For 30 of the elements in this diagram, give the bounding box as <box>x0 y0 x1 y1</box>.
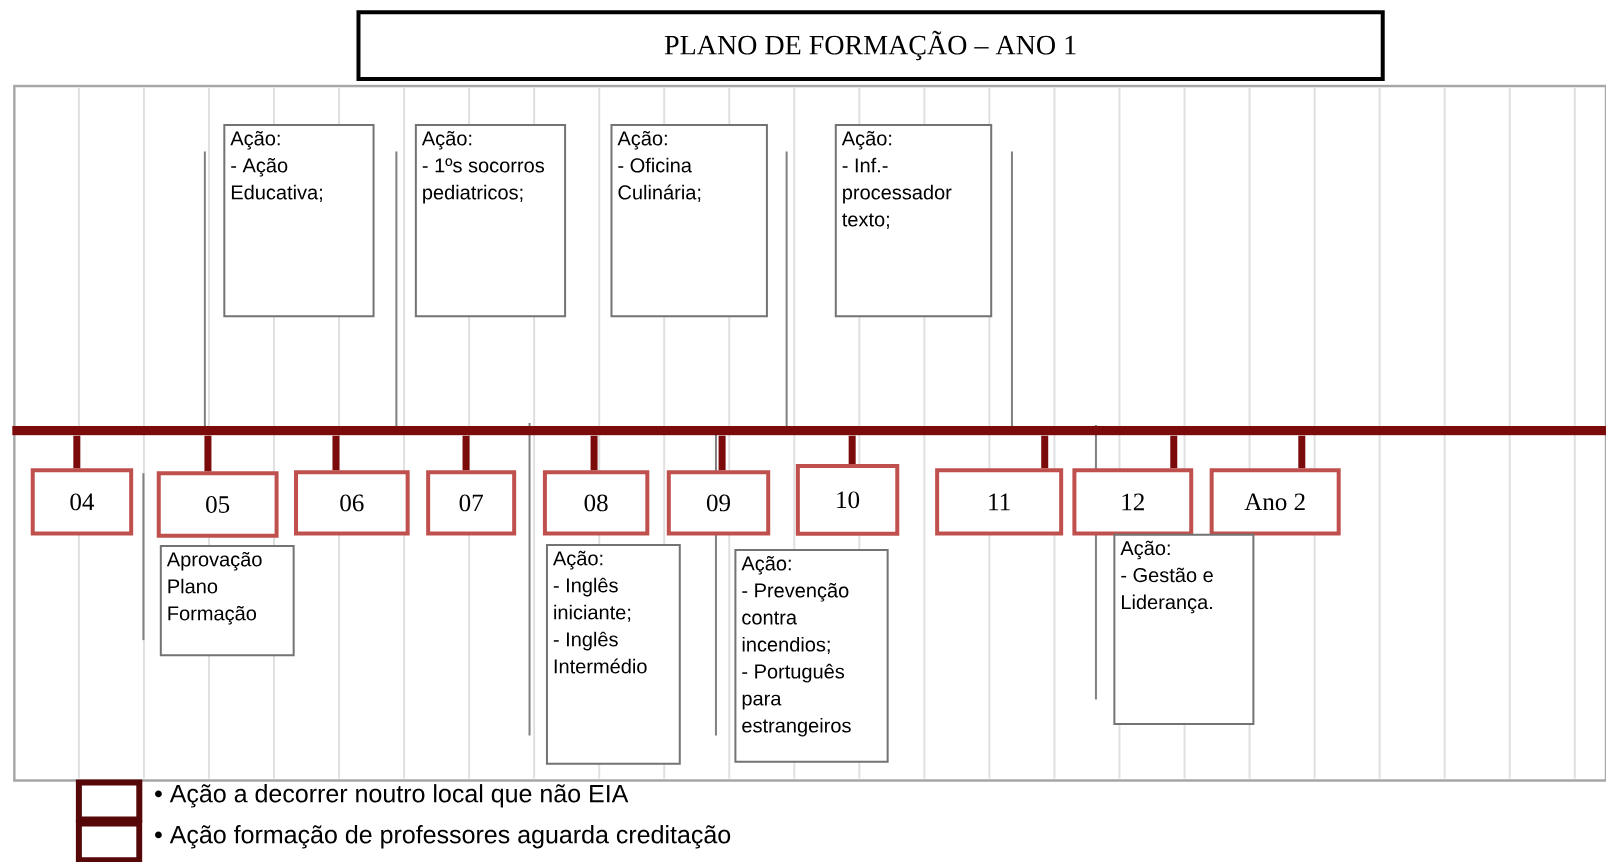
month-box: 05 <box>156 471 279 538</box>
timeline-bar <box>12 425 1606 436</box>
action-box: Ação: - Ação Educativa; <box>223 123 375 317</box>
action-box: Ação: - Inf.- processador texto; <box>834 123 993 317</box>
tick-line <box>1170 435 1178 468</box>
action-box: Ação: - Prevenção contra incendios; - Português para estrangeiros <box>734 548 889 763</box>
month-box: 08 <box>542 470 650 536</box>
legend-text: • Ação a decorrer noutro local que não EIA <box>155 783 629 808</box>
month-box: Ano 2 <box>1209 468 1341 536</box>
month-box: 11 <box>935 468 1064 536</box>
tick-line <box>590 435 598 470</box>
tick-line <box>73 435 81 468</box>
tick-line <box>718 435 726 470</box>
action-box: Aprovação Plano Formação <box>159 544 295 656</box>
action-box: Ação: - 1ºs socorros pediatricos; <box>414 123 567 317</box>
tick-line <box>1041 435 1049 468</box>
tick-line <box>1298 435 1306 468</box>
action-box: Ação: - Oficina Culinária; <box>610 123 768 317</box>
tick-line <box>462 435 470 470</box>
month-box: 09 <box>666 470 771 536</box>
month-box: 04 <box>30 468 134 536</box>
action-box: Ação: - Inglês iniciante; - Inglês Intermédio <box>545 543 681 765</box>
month-box: 12 <box>1072 468 1194 536</box>
month-box: 06 <box>294 470 410 536</box>
tick-line <box>332 435 340 470</box>
legend-text: • Ação formação de professores aguarda creditação <box>155 824 731 849</box>
tick-line <box>204 435 212 472</box>
month-box: 07 <box>426 470 517 536</box>
month-box: 10 <box>795 463 900 536</box>
title-box: PLANO DE FORMAÇÃO – ANO 1 <box>356 10 1385 81</box>
